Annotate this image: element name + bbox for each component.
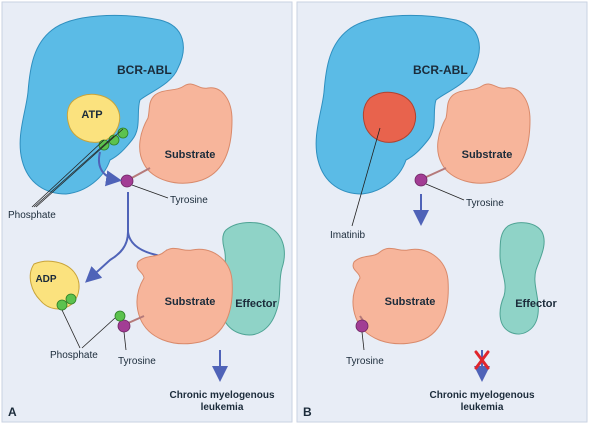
phosphate-group	[56, 299, 68, 311]
substrate-bottom-b	[352, 247, 449, 345]
tyrosine-label-bottom: Tyrosine	[118, 356, 156, 367]
tyrosine-pointer	[361, 331, 365, 351]
tyrosine-label-bottom: Tyrosine	[346, 356, 384, 367]
panel-a: BCR-ABL ATP Substrate Tyrosine Phosphate…	[1, 1, 293, 423]
substrate-label-top: Substrate	[462, 149, 513, 161]
imatinib-label: Imatinib	[330, 230, 365, 241]
panel-b: BCR-ABL Imatinib Substrate Tyrosine Effe…	[296, 1, 588, 423]
outcome-line2: leukemia	[461, 402, 504, 413]
substrate-bottom-a	[136, 247, 233, 345]
adp-label: ADP	[35, 274, 56, 285]
tyrosine-stalk	[423, 167, 447, 179]
phosphate-pointer	[35, 128, 124, 208]
substrate-label-top: Substrate	[165, 149, 216, 161]
imatinib-molecule	[362, 91, 416, 143]
substrate-label-bottom-a: Substrate	[165, 296, 216, 308]
tyrosine-residue	[117, 319, 131, 333]
effector-label-b: Effector	[515, 298, 557, 310]
tyrosine-label-top: Tyrosine	[170, 195, 208, 206]
atp-label: ATP	[81, 109, 102, 121]
phosphate-transfer-arrow	[98, 151, 122, 187]
tyrosine-pointer	[123, 331, 127, 351]
substrate-top	[139, 83, 233, 184]
phosphate-pointer	[33, 135, 115, 208]
phosphate-label-top: Phosphate	[8, 210, 56, 221]
substrate-top	[437, 83, 531, 184]
tyrosine-label-top: Tyrosine	[466, 198, 504, 209]
phosphate-pointer	[61, 309, 81, 349]
outcome-line2: leukemia	[201, 402, 244, 413]
tyrosine-residue	[355, 319, 369, 333]
phosphate-group	[114, 310, 126, 322]
enzyme-label: BCR-ABL	[117, 63, 172, 77]
substrate-label-bottom-b: Substrate	[385, 296, 436, 308]
phosphate-group	[65, 293, 77, 305]
panel-letter-a: A	[8, 405, 17, 419]
outcome-line1: Chronic myelogenous	[169, 390, 274, 401]
phosphate-label-bottom: Phosphate	[50, 350, 98, 361]
tyrosine-pointer	[425, 183, 465, 201]
tyrosine-residue	[120, 174, 134, 188]
block-x-icon	[474, 350, 490, 370]
phosphate-pointer	[31, 139, 105, 208]
outcome-line1: Chronic myelogenous	[429, 390, 534, 401]
effector-a	[219, 222, 285, 336]
tyrosine-pointer	[131, 184, 169, 199]
phosphate-pointer	[81, 317, 116, 349]
tyrosine-residue	[414, 173, 428, 187]
imatinib-pointer	[351, 127, 381, 227]
effector-b	[499, 222, 545, 335]
panel-letter-b: B	[303, 405, 312, 419]
enzyme-label: BCR-ABL	[413, 63, 468, 77]
effector-label-a: Effector	[235, 298, 277, 310]
